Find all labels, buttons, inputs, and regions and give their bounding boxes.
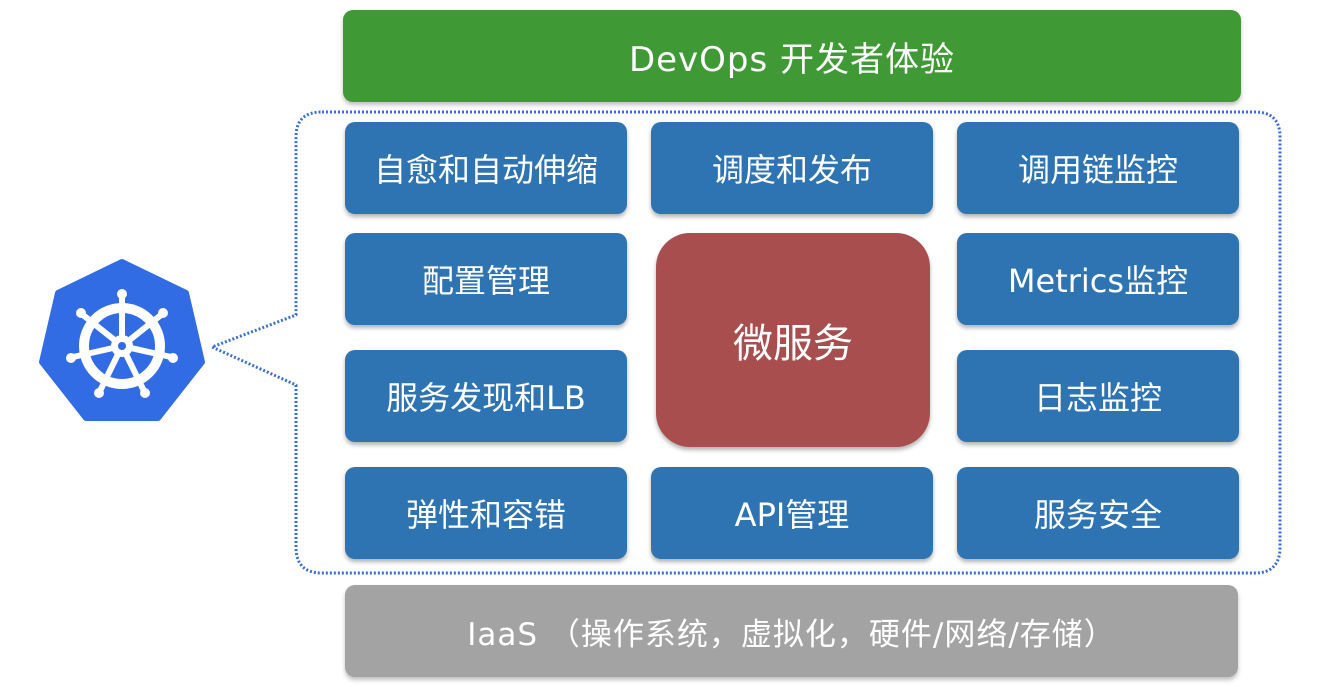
cap-service-discovery-lb: 服务发现和LB <box>345 350 627 442</box>
cap-service-security: 服务安全 <box>957 467 1239 559</box>
cap-resilience-fault-tolerance: 弹性和容错 <box>345 467 627 559</box>
cap-metrics-monitoring: Metrics监控 <box>957 233 1239 325</box>
cap-log-monitoring: 日志监控 <box>957 350 1239 442</box>
cap-scheduling-release: 调度和发布 <box>651 122 933 214</box>
kubernetes-helm-icon <box>39 259 205 421</box>
devops-layer: DevOps 开发者体验 <box>343 10 1241 102</box>
iaas-layer: IaaS （操作系统，虚拟化，硬件/网络/存储） <box>345 585 1238 677</box>
cap-tracing-monitoring: 调用链监控 <box>957 122 1239 214</box>
microservices-core: 微服务 <box>656 233 930 447</box>
cap-config-management: 配置管理 <box>345 233 627 325</box>
cap-self-healing-autoscaling: 自愈和自动伸缩 <box>345 122 627 214</box>
cap-api-management: API管理 <box>651 467 933 559</box>
